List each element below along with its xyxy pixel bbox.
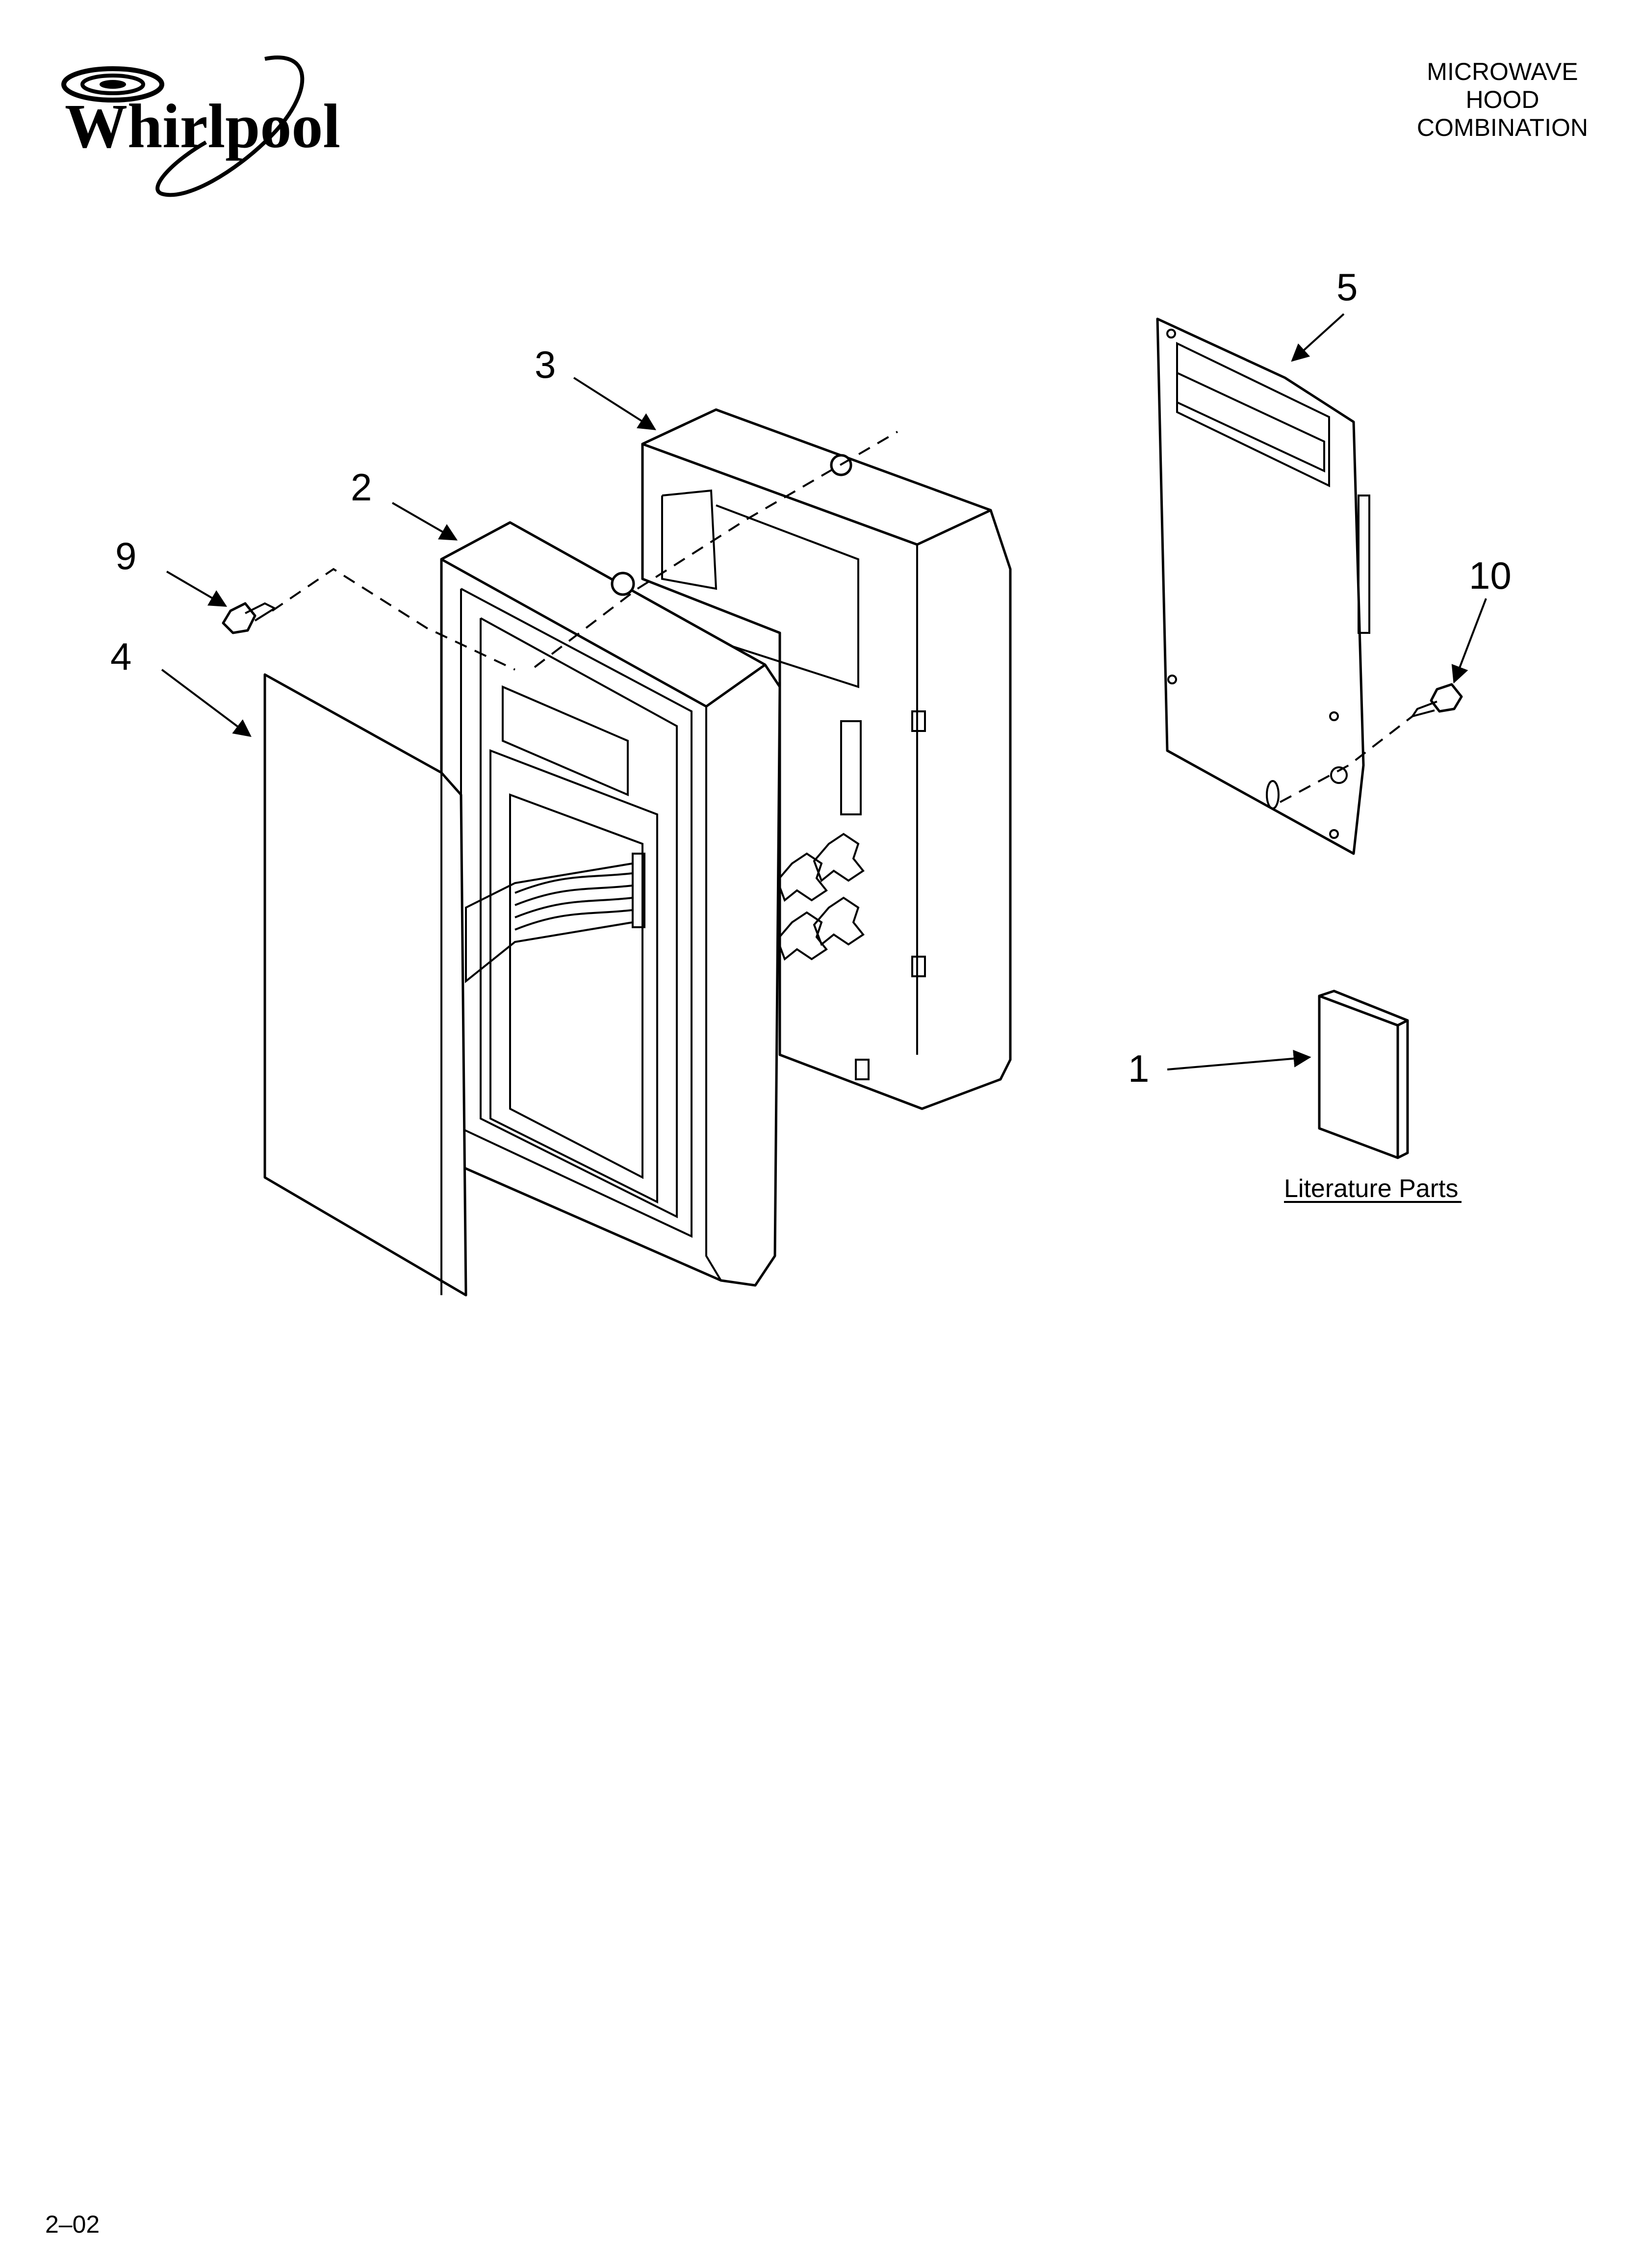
callout-number: 4 bbox=[110, 635, 131, 678]
part-10-screw bbox=[1410, 683, 1463, 718]
callout-number: 10 bbox=[1469, 554, 1512, 597]
callout-arrow bbox=[1451, 598, 1487, 684]
callout-arrow bbox=[573, 377, 657, 430]
callout-arrow bbox=[392, 502, 458, 541]
callout-arrow bbox=[166, 571, 228, 607]
callout-number: 2 bbox=[351, 466, 372, 509]
logo-swirl-icon bbox=[61, 55, 305, 197]
callout-arrow bbox=[1291, 313, 1345, 362]
callout-number: 1 bbox=[1128, 1047, 1149, 1090]
callout-number: 3 bbox=[535, 343, 556, 386]
assembly-line bbox=[534, 431, 898, 668]
whirlpool-logo: Whirlpool bbox=[61, 55, 340, 197]
title-line: HOOD bbox=[1465, 86, 1539, 113]
part-3-control-housing bbox=[641, 408, 1012, 1110]
part-2-control-panel bbox=[440, 521, 781, 1287]
page-title: MICROWAVE HOOD COMBINATION bbox=[1417, 58, 1588, 142]
part-5-circuit-board bbox=[1156, 317, 1370, 855]
exploded-parts-diagram: 3 2 9 4 5 10 1 Literature Parts bbox=[110, 265, 1512, 1297]
title-line: MICROWAVE bbox=[1427, 58, 1578, 85]
part-4-overlay-panel bbox=[263, 673, 467, 1297]
callout-number: 5 bbox=[1336, 265, 1358, 309]
assembly-line bbox=[1280, 715, 1413, 803]
callout-arrow bbox=[161, 669, 252, 737]
literature-parts-label: Literature Parts bbox=[1284, 1174, 1459, 1203]
callout-arrow bbox=[1167, 1049, 1311, 1070]
page-code: 2–02 bbox=[45, 2211, 100, 2238]
part-1-literature bbox=[1318, 990, 1409, 1159]
callout-number: 9 bbox=[115, 534, 136, 577]
logo-wordmark: Whirlpool bbox=[65, 91, 340, 161]
part-9-screw bbox=[222, 602, 277, 634]
title-line: COMBINATION bbox=[1416, 114, 1588, 141]
